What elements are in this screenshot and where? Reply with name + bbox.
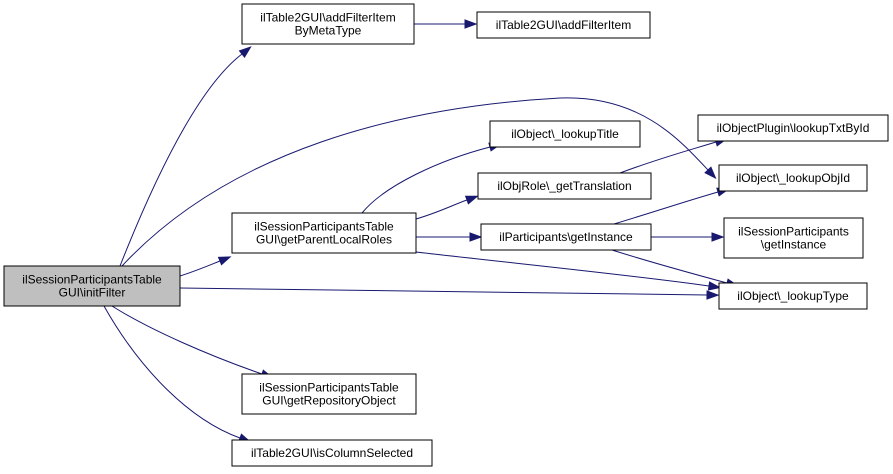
node-label-line: ilSessionParticipantsTable <box>259 381 399 395</box>
edge-root-to-lookupObjId <box>121 97 717 267</box>
node-label-line: GUI\initFilter <box>59 286 126 300</box>
node-box <box>476 11 651 39</box>
node-label-line: ilTable2GUI\addFilterItem <box>260 11 395 25</box>
edge-root-to-getRepositoryObject <box>111 305 274 379</box>
node-label-line: ilSessionParticipantsTable <box>254 220 394 234</box>
node-label-line: GUI\getParentLocalRoles <box>256 233 392 247</box>
node-participantsGetInstance[interactable]: ilParticipants\getInstance <box>480 223 652 251</box>
node-label-line: ilObject\_lookupType <box>737 289 849 303</box>
node-label-line: ilObject\_lookupTitle <box>511 127 619 141</box>
node-box <box>241 373 417 415</box>
node-sessionParticipantsGetInstance[interactable]: ilSessionParticipants\getInstance <box>723 217 864 259</box>
edge-root-to-addFilterItemByMetaType <box>119 46 252 267</box>
node-label-line: ilTable2GUI\isColumnSelected <box>251 446 413 460</box>
node-box <box>723 217 864 259</box>
node-label-line: ByMetaType <box>295 24 362 38</box>
edge-addFilterItemByMetaType-to-addFilterItem <box>414 19 478 29</box>
node-box <box>3 265 181 307</box>
node-label-line: GUI\getRepositoryObject <box>262 394 396 408</box>
node-getTranslation[interactable]: ilObjRole\_getTranslation <box>477 172 652 200</box>
node-box <box>718 282 868 310</box>
node-box <box>480 223 652 251</box>
node-label-line: \getInstance <box>761 238 827 252</box>
node-box <box>489 120 641 148</box>
node-lookupObjId[interactable]: ilObject\_lookupObjId <box>718 164 868 192</box>
node-box <box>241 3 415 45</box>
node-lookupType[interactable]: ilObject\_lookupType <box>718 282 868 310</box>
node-box <box>477 172 652 200</box>
node-box <box>718 164 868 192</box>
node-lookupTitle[interactable]: ilObject\_lookupTitle <box>489 120 641 148</box>
edge-getParentLocalRoles-to-lookupType <box>415 251 722 291</box>
node-label-line: ilObjectPlugin\lookupTxtById <box>717 121 870 135</box>
edge-participantsGetInstance-to-sessionParticipantsGetInstance <box>651 232 725 242</box>
node-box <box>231 439 433 467</box>
node-label-line: ilSessionParticipantsTable <box>22 273 162 287</box>
node-getParentLocalRoles[interactable]: ilSessionParticipantsTableGUI\getParentL… <box>231 212 417 254</box>
node-label-line: ilSessionParticipants <box>738 225 849 239</box>
node-label-line: ilObjRole\_getTranslation <box>497 179 631 193</box>
nodes-layer: ilSessionParticipantsTableGUI\initFilter… <box>3 3 889 467</box>
node-addFilterItem[interactable]: ilTable2GUI\addFilterItem <box>476 11 651 39</box>
node-box <box>697 114 889 142</box>
edge-root-to-lookupType <box>179 287 720 300</box>
node-label-line: ilTable2GUI\addFilterItem <box>496 18 631 32</box>
edge-getParentLocalRoles-to-participantsGetInstance <box>416 232 483 242</box>
node-getRepositoryObject[interactable]: ilSessionParticipantsTableGUI\getReposit… <box>241 373 417 415</box>
node-isColumnSelected[interactable]: ilTable2GUI\isColumnSelected <box>231 439 433 467</box>
edge-getParentLocalRoles-to-getTranslation <box>415 195 479 220</box>
node-label-line: ilParticipants\getInstance <box>499 230 633 244</box>
node-label-line: ilObject\_lookupObjId <box>736 171 850 185</box>
edge-root-to-getParentLocalRoles <box>179 256 232 277</box>
node-lookupTxtById[interactable]: ilObjectPlugin\lookupTxtById <box>697 114 889 142</box>
edge-root-to-isColumnSelected <box>103 305 252 443</box>
node-box <box>231 212 417 254</box>
